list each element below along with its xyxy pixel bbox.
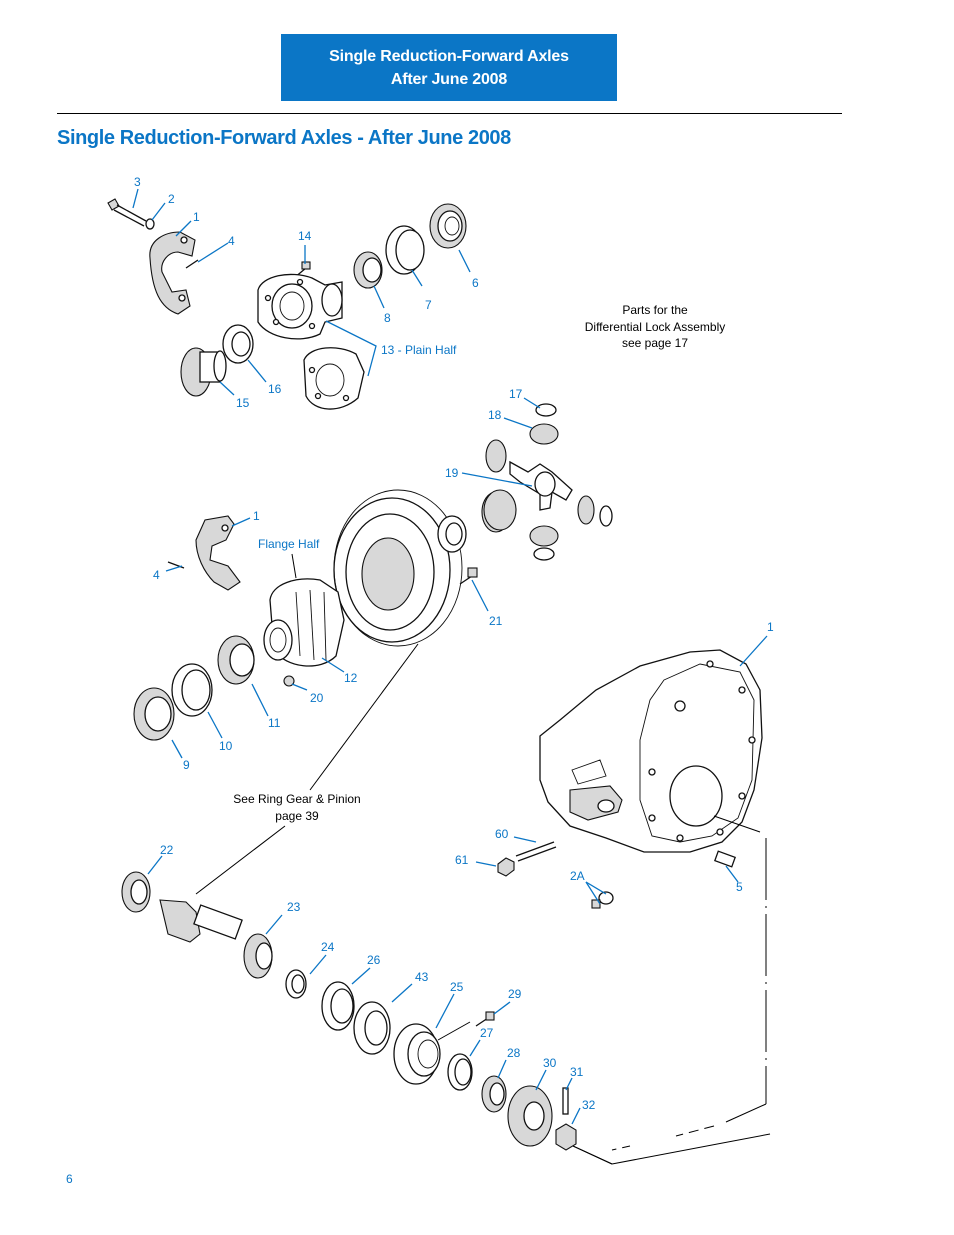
ring-gear-note-line1: See Ring Gear & Pinion [233,792,360,806]
bearing-cone-part-11 [217,635,255,685]
callout-labels: 3 2 1 4 14 6 7 8 13 - Plain Half 16 15 1… [134,175,774,1112]
assembly-bracket [559,815,771,1165]
callout-2a: 2A [570,869,585,883]
callout-32: 32 [582,1098,596,1112]
callout-18: 18 [488,408,502,422]
helical-gear-part-30 [507,1085,553,1147]
callout-6: 6 [472,276,479,290]
bearing-cone-part-8 [353,251,383,289]
ring-gear [333,489,463,647]
diff-case-plain-half-lower [303,347,365,410]
pin-part-31 [562,1087,569,1115]
callout-31: 31 [570,1065,584,1079]
spring-pin-part-4-flange [167,561,185,569]
callout-20: 20 [310,691,324,705]
leader-lines [132,188,768,1125]
spring-pin-part-4-top [185,259,199,269]
nut-part-61 [497,857,515,877]
callout-23: 23 [287,900,301,914]
bearing-cone-part-28 [481,1075,507,1113]
callout-1-housing: 1 [767,620,774,634]
callout-5: 5 [736,880,743,894]
callout-7: 7 [425,298,432,312]
callout-4-top: 4 [228,234,235,248]
callout-26: 26 [367,953,381,967]
page-title: Single Reduction-Forward Axles - After J… [57,127,511,149]
bearing-cup-part-7 [385,225,425,275]
callout-8: 8 [384,311,391,325]
callout-28: 28 [507,1046,521,1060]
fitting-part-2a [591,891,614,909]
callout-60: 60 [495,827,509,841]
callout-12: 12 [344,671,358,685]
page-number: 6 [66,1172,73,1186]
callout-61: 61 [455,853,469,867]
thrust-washer-upper [437,515,467,553]
bearing-part-22 [121,871,151,913]
section-header-line2: After June 2008 [390,70,508,88]
callout-14: 14 [298,229,312,243]
nut-part-32 [555,1123,577,1151]
callout-17: 17 [509,387,523,401]
lock-half-part-1-flange [195,515,241,591]
nut-part-20 [283,675,295,687]
spacer-part-24 [285,969,307,999]
ring-gear-note: See Ring Gear & Pinion page 39 [233,792,360,823]
section-header-box: Single Reduction-Forward Axles After Jun… [281,34,617,101]
callout-27: 27 [480,1026,494,1040]
callout-21: 21 [489,614,503,628]
stud-part-60 [515,841,557,862]
bearing-cup-part-10 [171,663,213,717]
callout-3: 3 [134,175,141,189]
callout-22: 22 [160,843,174,857]
callout-19: 19 [445,466,459,480]
bearing-cup-part-26 [321,981,355,1031]
note-leader-lines [195,553,471,1041]
side-gear-part-15 [180,347,227,397]
lock-half-part-1-top [149,231,196,315]
callout-flange-half: Flange Half [258,537,320,551]
washer-part-2 [145,218,155,230]
callout-2: 2 [168,192,175,206]
callout-29: 29 [508,987,522,1001]
callout-1-flange: 1 [253,509,260,523]
callout-9: 9 [183,758,190,772]
adjusting-ring-part-6 [429,203,467,249]
bolt-part-3 [107,198,147,227]
callout-15: 15 [236,396,250,410]
section-header-line1: Single Reduction-Forward Axles [329,47,569,65]
side-gear-upper [483,489,517,531]
diff-case-flange-half [263,578,345,667]
bearing-cone-part-23 [243,933,273,979]
diff-lock-note-line2: Differential Lock Assembly [585,320,726,334]
callout-4-flange: 4 [153,568,160,582]
diff-case-plain-half-upper [257,273,343,340]
diff-lock-note-line3: see page 17 [622,336,688,350]
callout-30: 30 [543,1056,557,1070]
callout-16: 16 [268,382,282,396]
callout-10: 10 [219,739,233,753]
spider-assembly-part-19 [481,403,613,561]
drive-pinion [159,899,243,943]
diff-lock-note: Parts for the Differential Lock Assembly… [585,303,726,350]
callout-43: 43 [415,970,429,984]
bolt-part-29 [475,1011,495,1027]
bearing-cage-part-25 [393,1023,441,1085]
thrust-washer-part-16 [222,324,254,364]
header-rule [57,113,842,114]
adjusting-ring-part-9 [133,687,175,741]
callout-24: 24 [321,940,335,954]
carrier-housing-part-1 [539,649,763,853]
shim-part-43 [353,1001,391,1055]
callout-25: 25 [450,980,464,994]
bearing-cup-part-27 [447,1053,473,1091]
bolt-part-21 [459,567,478,585]
callout-11: 11 [268,716,281,730]
callout-13: 13 - Plain Half [381,343,457,357]
diff-lock-note-line1: Parts for the [622,303,688,317]
dowel-part-5 [713,850,737,868]
ring-gear-note-line2: page 39 [275,809,319,823]
callout-1-top: 1 [193,210,200,224]
